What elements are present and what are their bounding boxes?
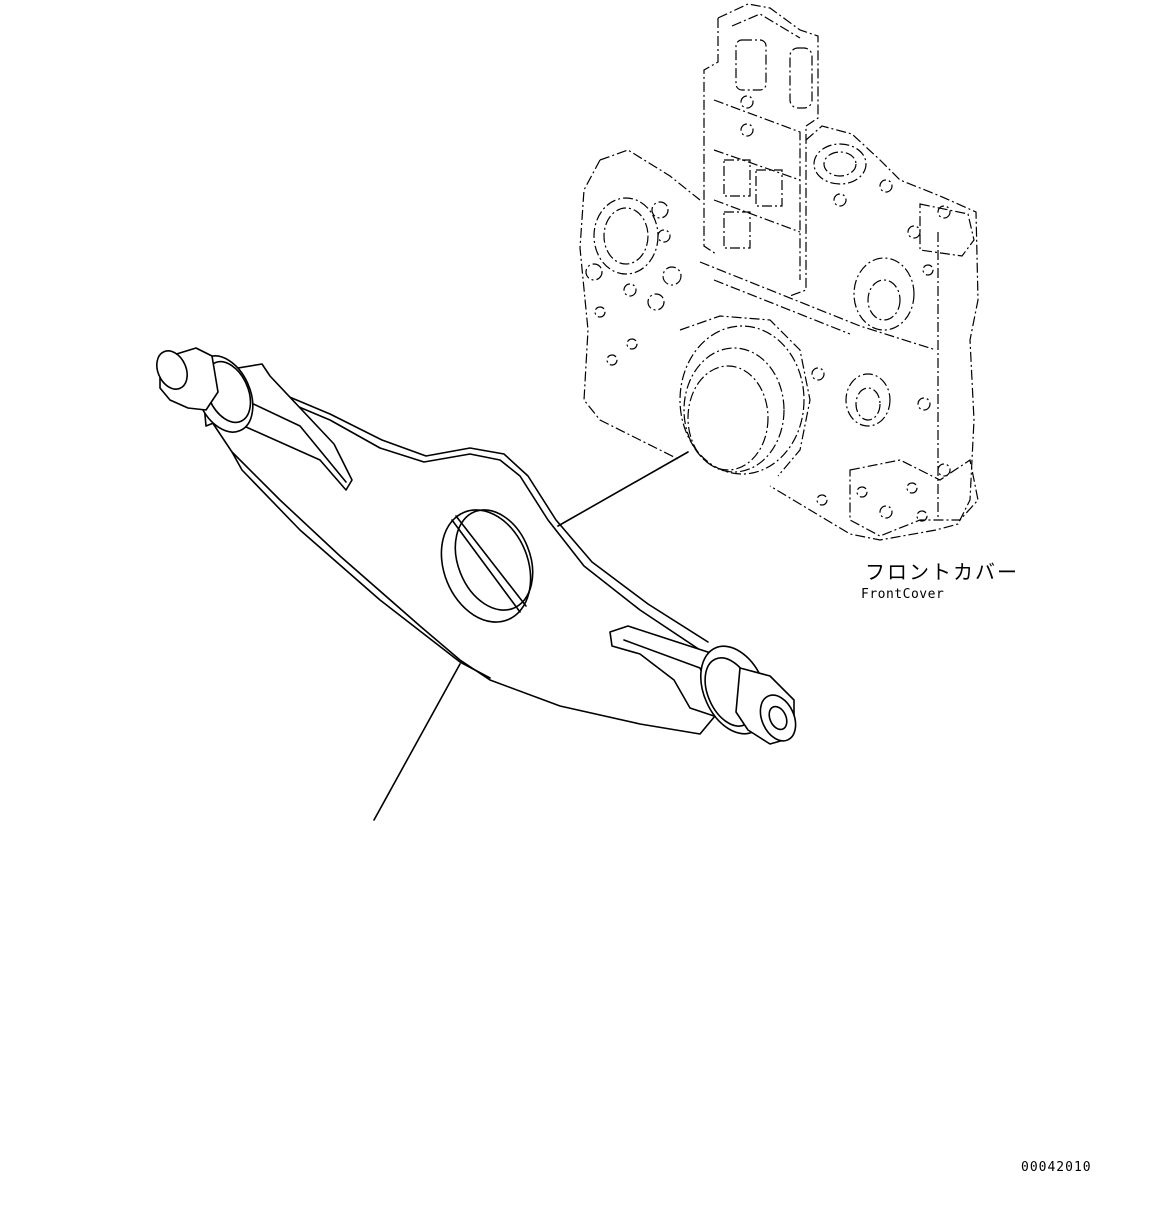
seal-tool-drawing [156,347,797,745]
leader-line-part [373,663,461,821]
drawing-number: 00042010 [1021,1160,1092,1175]
front-cover-label-en: FrontCover [861,587,945,602]
front-cover-label-jp: フロントカバー [865,560,1019,584]
leader-line-cover [557,451,689,527]
front-cover-drawing [579,3,979,541]
